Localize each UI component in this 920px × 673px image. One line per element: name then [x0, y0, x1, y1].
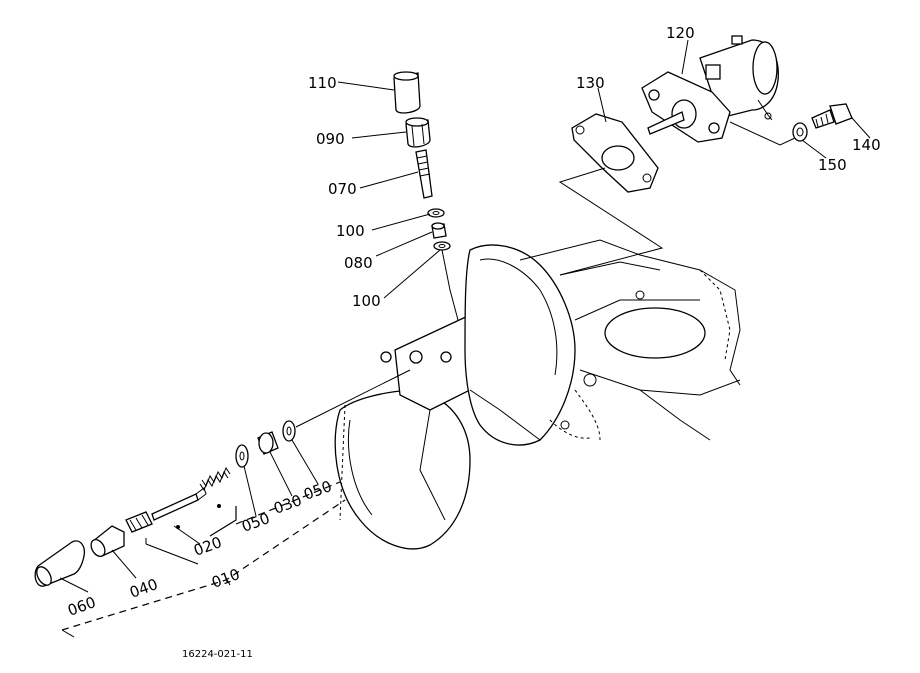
horizontal-parts-stack — [34, 369, 411, 587]
label-080: 080 — [344, 254, 373, 272]
label-060: 060 — [65, 593, 98, 620]
group-brackets — [61, 481, 346, 638]
label-110: 110 — [308, 74, 337, 92]
label-030: 030 — [271, 491, 304, 518]
label-150: 150 — [818, 156, 847, 174]
solenoid-assembly — [558, 35, 853, 276]
label-090: 090 — [316, 130, 345, 148]
label-100-upper: 100 — [336, 222, 365, 240]
label-100-lower: 100 — [352, 292, 381, 310]
label-050-left: 050 — [239, 509, 272, 536]
drawing-number: 16224-021-11 — [182, 649, 253, 660]
label-140: 140 — [852, 136, 881, 154]
engine-housing — [334, 239, 741, 550]
label-010: 010 — [209, 565, 242, 592]
label-020: 020 — [191, 533, 224, 560]
vertical-parts-stack — [393, 71, 459, 321]
label-050-right: 050 — [301, 477, 334, 504]
label-130: 130 — [576, 74, 605, 92]
part-labels: 110 090 070 100 080 100 130 120 140 150 … — [65, 24, 880, 660]
leader-lines — [59, 39, 871, 593]
label-120: 120 — [666, 24, 695, 42]
label-040: 040 — [127, 575, 160, 602]
label-070: 070 — [328, 180, 357, 198]
